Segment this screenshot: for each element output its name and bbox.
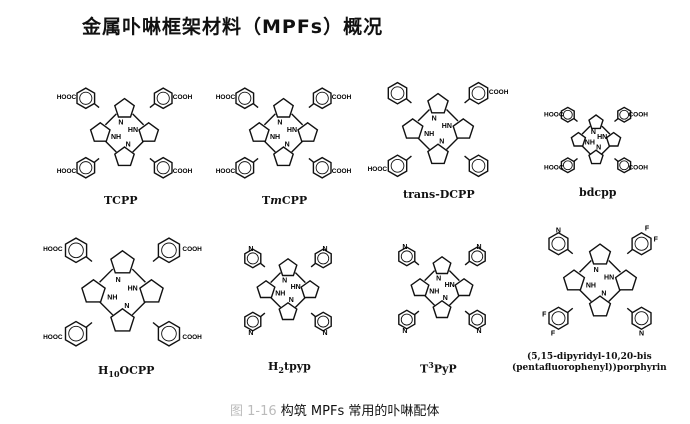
structure-trans-dcpp: NH HN N N COOH HOOC — [368, 72, 508, 187]
carboxyl-label: HOOC — [43, 334, 63, 341]
fluorine: F — [542, 311, 547, 318]
pyridine-n: N — [402, 244, 407, 251]
hn-label: HN — [128, 127, 138, 134]
pyridine-n: N — [477, 244, 482, 251]
n-label: N — [432, 116, 437, 123]
carboxyl-label: COOH — [332, 94, 352, 101]
hn-label: HN — [291, 284, 301, 291]
carboxyl-label: HOOC — [368, 166, 387, 173]
n-label: N — [596, 145, 601, 152]
n-label: N — [124, 303, 129, 310]
pyridine-n: N — [402, 328, 407, 335]
carboxyl-label: HOOC — [57, 94, 77, 101]
n-label: N — [289, 297, 294, 304]
hn-label: HN — [128, 286, 138, 293]
pyridine-n: N — [248, 246, 253, 253]
label-trans-dcpp: trans-DCPP — [403, 188, 475, 201]
carboxyl-label: HOOC — [544, 165, 564, 172]
n-label: N — [594, 267, 599, 274]
carboxyl-label: COOH — [182, 334, 202, 341]
carboxyl-label: COOH — [182, 246, 202, 253]
hn-label: HN — [597, 134, 607, 141]
n-label: N — [282, 277, 287, 284]
pyridine-n: N — [323, 246, 328, 253]
label-tcpp: TCPP — [104, 194, 138, 207]
n-label: N — [118, 120, 123, 127]
structure-tmcpp: NH HN N N HOOC COOH COOH HOOC — [206, 78, 361, 188]
pyridine-n: N — [556, 228, 561, 235]
n-label: N — [126, 141, 131, 148]
nh-label: NH — [424, 131, 434, 138]
n-label: N — [116, 277, 121, 284]
nh-label: NH — [586, 282, 596, 289]
fluorine: F — [654, 237, 659, 244]
carboxyl-label: HOOC — [544, 111, 564, 118]
nh-label: NH — [107, 294, 117, 301]
n-label: N — [277, 120, 282, 127]
fluorine: F — [551, 331, 556, 338]
n-label: N — [436, 275, 441, 282]
label-h2tpyp: H2tpyp — [268, 360, 311, 376]
pyridine-n: N — [248, 330, 253, 337]
hn-label: HN — [442, 123, 452, 130]
label-bdcpp: bdcpp — [579, 186, 617, 199]
figure-caption: 图 1-16 构筑 MPFs 常用的卟啉配体 — [230, 400, 439, 419]
carboxyl-label: COOH — [332, 168, 352, 175]
structure-t3pyp: NH HN N N N N N N — [388, 238, 496, 338]
carboxyl-label: COOH — [628, 165, 648, 172]
nh-label: NH — [275, 291, 285, 298]
page-title: 金属卟啉框架材料（MPFs）概况 — [82, 16, 384, 38]
carboxyl-label: HOOC — [57, 168, 77, 175]
structure-tcpp: NH HN N N HOOC COOH COOH HOOC — [52, 78, 197, 188]
pyridine-n: N — [639, 330, 644, 337]
carboxyl-label: HOOC — [43, 246, 63, 253]
label-h10ocpp: H10OCPP — [98, 364, 155, 380]
nh-label: NH — [111, 134, 121, 141]
fluorine: F — [645, 225, 650, 232]
hn-label: HN — [287, 127, 297, 134]
pyridine-n: N — [477, 328, 482, 335]
carboxyl-label: COOH — [628, 111, 648, 118]
n-label: N — [591, 129, 596, 136]
label-tmcpp: TmCPP — [262, 194, 308, 207]
nh-label: NH — [270, 134, 280, 141]
hn-label: HN — [445, 282, 455, 289]
caption-text: 构筑 MPFs 常用的卟啉配体 — [276, 404, 440, 419]
caption-figure-number: 图 1-16 — [230, 404, 277, 419]
structure-h2tpyp: NH HN N N N N N N — [234, 240, 342, 340]
carboxyl-label: HOOC — [216, 168, 236, 175]
n-label: N — [443, 295, 448, 302]
nh-label: NH — [429, 289, 439, 296]
carboxyl-label: HOOC — [216, 94, 236, 101]
carboxyl-label: COOH — [173, 168, 193, 175]
hn-label: HN — [604, 275, 614, 282]
nh-label: NH — [585, 139, 595, 146]
carboxyl-label: COOH — [173, 94, 193, 101]
n-label: N — [285, 141, 290, 148]
n-label: N — [601, 290, 606, 297]
pyridine-n: N — [323, 330, 328, 337]
label-t3pyp: T3PyP — [420, 360, 457, 376]
label-dipyridyl-porphyrin: (5,15-dipyridyl-10,20-bis(pentafluorophe… — [512, 352, 667, 373]
n-label: N — [439, 138, 444, 145]
structure-h10ocpp: NH HN N N HOOC COOH COOH HOOC — [40, 226, 205, 358]
carboxyl-label: COOH — [489, 89, 508, 96]
